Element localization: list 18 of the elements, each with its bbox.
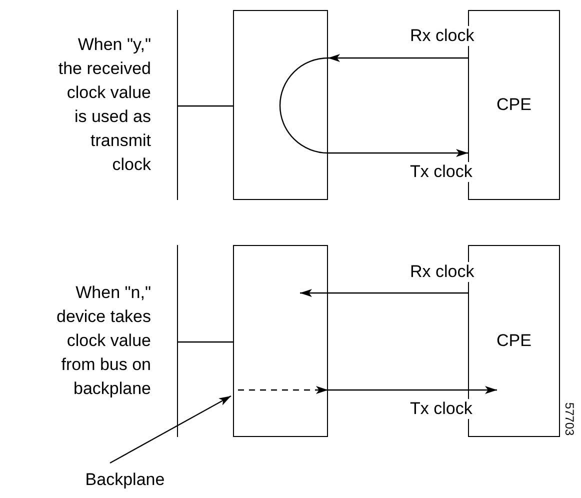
callout-text: Backplane — [85, 469, 165, 491]
connector-line — [178, 341, 233, 343]
arrow — [328, 54, 468, 62]
arrow — [328, 386, 497, 394]
note-text: When "y," the received clock value is used as transmit clock — [57, 34, 151, 176]
edge-label: Rx clock — [408, 26, 476, 46]
device-box — [233, 10, 328, 200]
device-box — [233, 245, 328, 437]
figure-number: 57703 — [562, 402, 577, 436]
edge-label: Rx clock — [408, 262, 476, 282]
edge-label: Tx clock — [408, 162, 474, 182]
connector-line — [178, 105, 233, 107]
arrow — [300, 289, 468, 297]
arrow — [238, 386, 328, 394]
note-text: When "n," device takes clock value from bus on backplane — [56, 282, 151, 400]
edge-label: Tx clock — [408, 399, 474, 419]
arrow — [328, 149, 468, 157]
leader-arrow — [110, 395, 232, 464]
